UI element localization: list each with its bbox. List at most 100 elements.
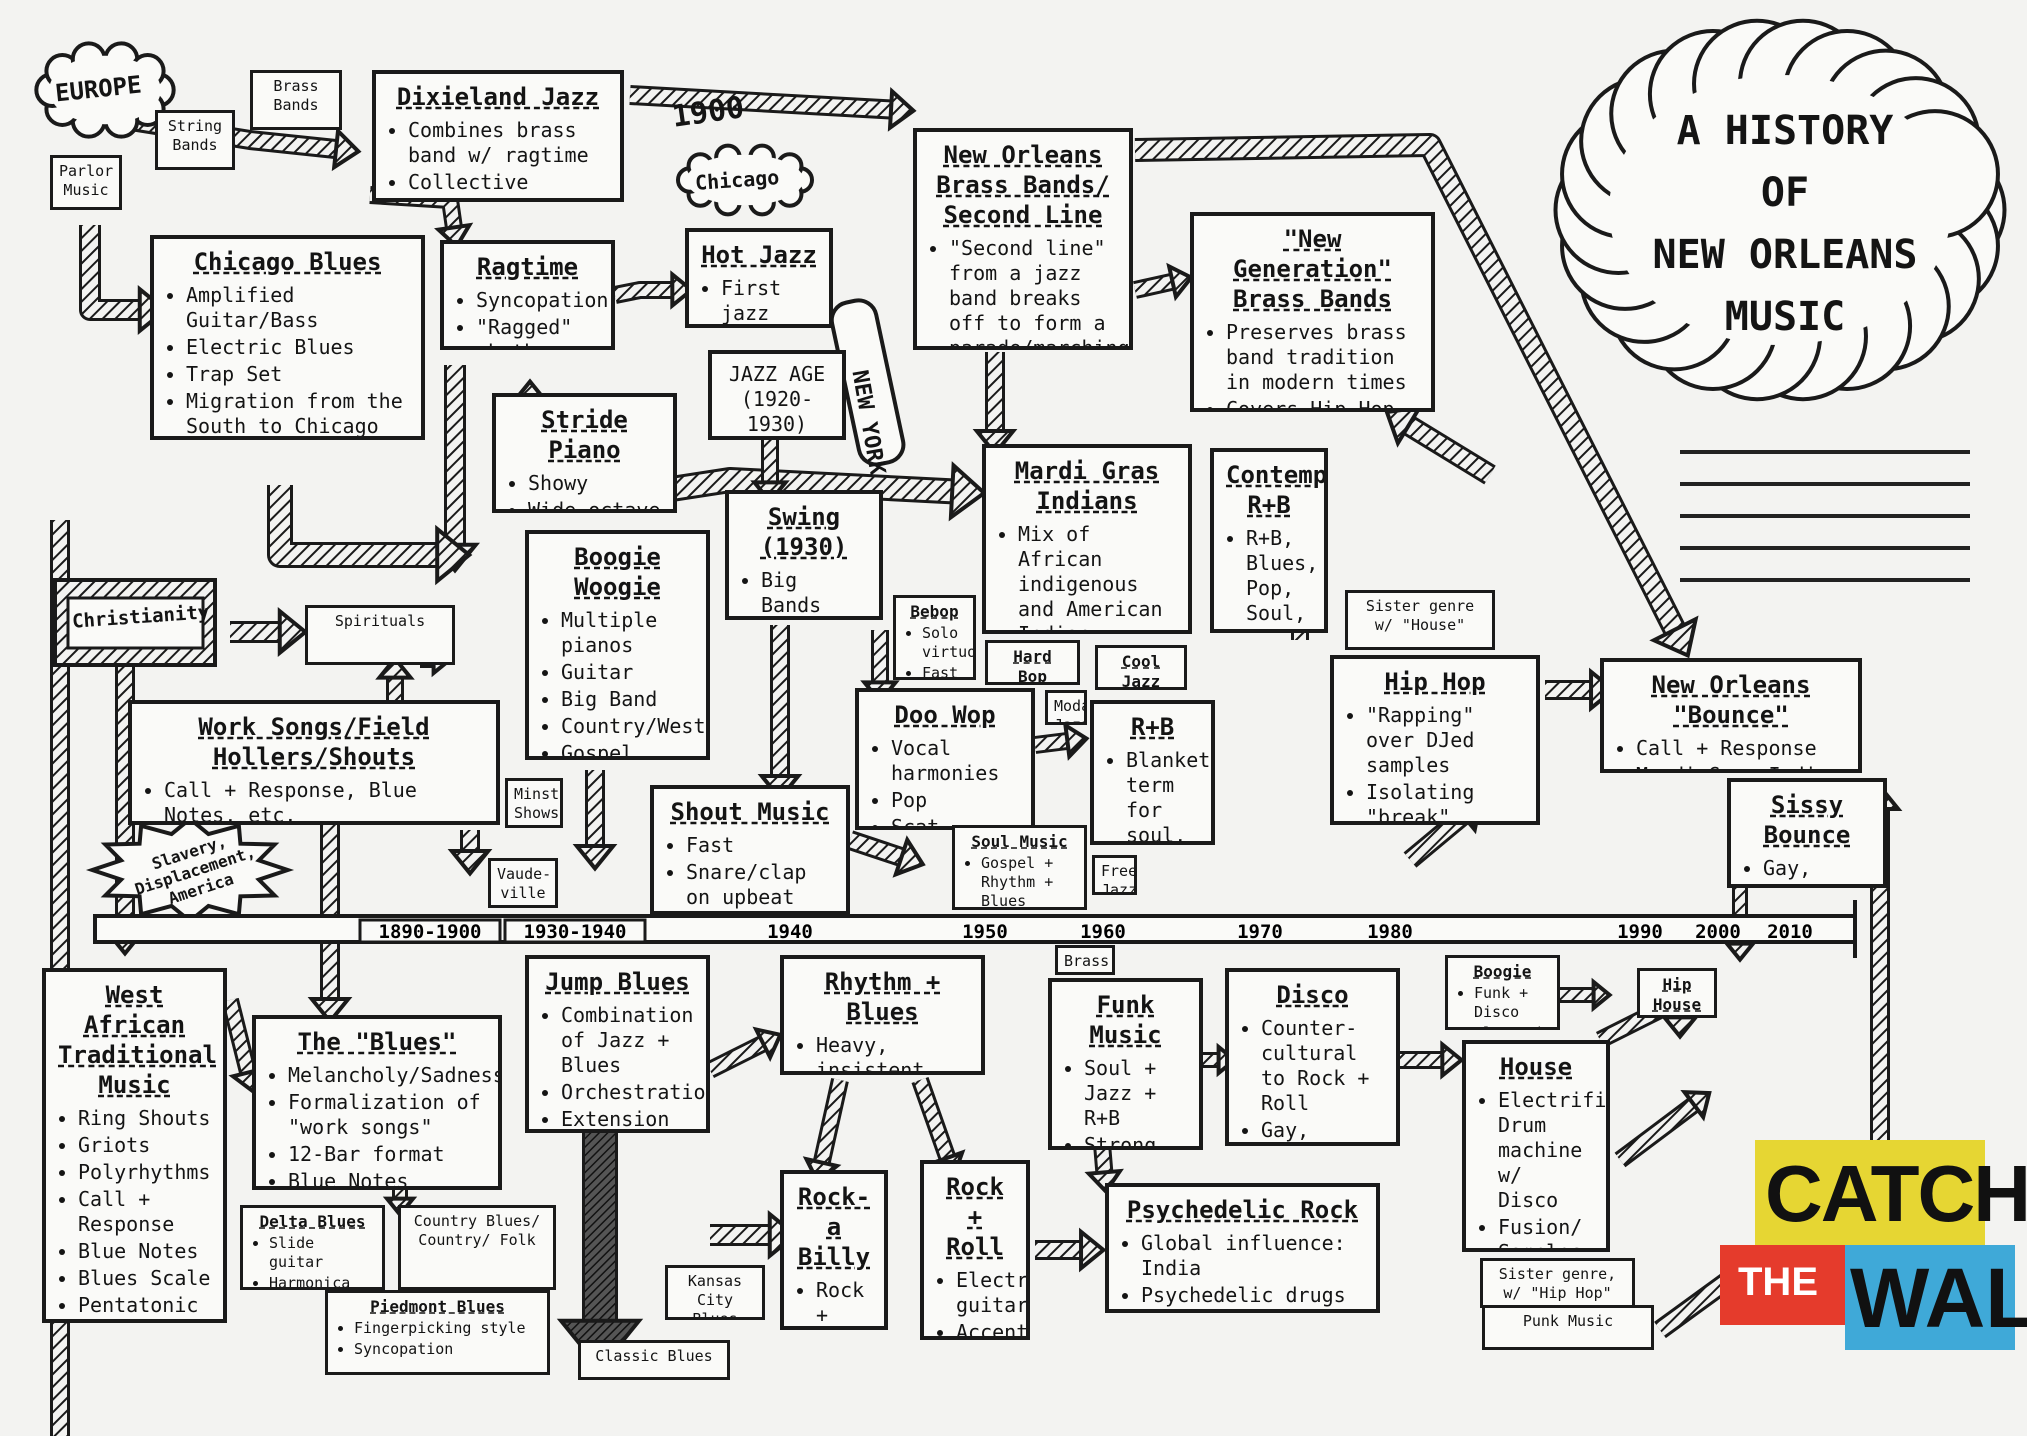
chicago-blues-list: Amplified Guitar/BassElectric BluesTrap … — [166, 283, 409, 436]
boogie-woogie-item: Country/Western — [561, 714, 706, 739]
west-african-item: Blues Scale — [78, 1266, 211, 1291]
swing-box: Swing (1930)Big BandsDance crazeSolos — [725, 490, 883, 620]
stride-piano-item: Wide octave leaps — [528, 498, 661, 509]
boogie-woogie-item: Gospel — [561, 741, 694, 756]
timeline-tick-label: 1980 — [1367, 921, 1413, 943]
vaudeville-box: Vaude-ville — [488, 858, 558, 908]
hot-jazz-box: Hot JazzFirst jazz recordings — [685, 228, 833, 328]
the-blues-title: The "Blues" — [297, 1028, 457, 1056]
timeline-period-box — [358, 918, 502, 944]
piedmont-blues-list: Fingerpicking styleSyncopation — [334, 1319, 541, 1359]
soul-music-title: Soul Music — [971, 832, 1068, 851]
flow-arrow — [613, 270, 695, 310]
chicago-blues-box: Chicago BluesAmplified Guitar/BassElectr… — [150, 235, 425, 440]
funk-music-item: Soul + Jazz + R+B — [1084, 1056, 1187, 1131]
brass-bands-title: Brass Bands — [273, 77, 319, 114]
hip-hop-item: Isolating "break" — [1366, 780, 1524, 821]
the-blues-item: Blue Notes — [288, 1169, 486, 1186]
spirituals-title: Spirituals — [334, 612, 426, 630]
doo-wop-item: Scat — [891, 815, 1019, 826]
shout-music-list: FastSnare/clap on upbeatChromatic Bassli… — [666, 833, 834, 911]
piedmont-blues-title: Piedmont Blues — [370, 1297, 505, 1316]
logo-catch-text: CATCH — [1765, 1149, 2027, 1238]
west-african-title: West African Traditional Music — [58, 981, 217, 1099]
rnb-list: Blanket term for soul, funk, disco — [1106, 748, 1210, 841]
chicago-blues-item: Trap Set — [186, 362, 409, 387]
flow-arrow — [1400, 1040, 1465, 1080]
logo-wall-text: WALL — [1850, 1251, 2027, 1345]
hot-jazz-list: First jazz recordings — [701, 276, 817, 324]
psychedelic-rock-item: "Free love"/ "Peace" movement — [1141, 1310, 1364, 1313]
chicago-blues-title: Chicago Blues — [193, 248, 382, 276]
house-item: Fusion/ Samples: Jazz, Soul, Funk, Blues — [1498, 1215, 1594, 1248]
nola-bounce-item: Call + Response — [1636, 736, 1846, 761]
decorative-lines — [1680, 450, 1970, 582]
dixieland-jazz-box: Dixieland JazzCombines brass band w/ rag… — [372, 70, 624, 202]
psychedelic-rock-title: Psychedelic Rock — [1126, 1196, 1359, 1224]
sister-genre-house-title: Sister genre w/ "House" — [1365, 597, 1475, 634]
classic-blues-box: Classic Blues — [578, 1340, 730, 1380]
ragtime-title: Ragtime — [476, 253, 579, 281]
nola-bounce-item: Mardi Gras Indian chants — [1636, 763, 1846, 769]
nola-brass-item: "Second line" from a jazz band breaks of… — [949, 236, 1129, 346]
vaudeville-title: Vaude-ville — [497, 865, 552, 902]
flow-arrow — [972, 352, 1018, 457]
work-songs-box: Work Songs/Field Hollers/ShoutsCall + Re… — [128, 700, 500, 825]
boogie-list: Funk + DiscoElectrobass — [1454, 984, 1557, 1027]
soul-music-item: Gospel + Rhythm + Blues — [981, 854, 1078, 907]
cool-jazz-box: Cool JazzSoftened bebop — [1095, 645, 1187, 690]
dixieland-jazz-item: Combines brass band w/ ragtime — [408, 118, 608, 168]
nola-brass-list: "Second line" from a jazz band breaks of… — [929, 236, 1129, 346]
hip-hop-list: "Rapping" over DJed samplesIsolating "br… — [1346, 703, 1524, 821]
logo-yellow-block — [1755, 1140, 1985, 1250]
flow-arrow — [230, 606, 309, 658]
hip-hop-item: "Rapping" over DJed samples — [1366, 703, 1524, 778]
house-item: Electrified/ Drum machine w/ Disco — [1498, 1088, 1606, 1213]
west-african-item: Ring Shouts — [78, 1106, 211, 1131]
flow-arrow — [1035, 1227, 1107, 1273]
contemporary-rnb-list: R+B, Blues, Pop, Soul, Funk, Hip Hop — [1226, 526, 1318, 629]
chicago-cloud — [675, 143, 815, 217]
house-title: House — [1499, 1053, 1573, 1081]
timeline-tick-label: 2010 — [1767, 921, 1813, 943]
sissy-bounce-item: Gay, "vogue" culture, Dirty — [1763, 856, 1871, 884]
disco-list: Counter-cultural to Rock + RollGay, mino… — [1241, 1016, 1384, 1142]
flow-arrow — [572, 770, 618, 872]
title-line-2: OF — [1760, 170, 1810, 216]
shout-music-title: Shout Music — [670, 798, 830, 826]
rnb-title: R+B — [1130, 713, 1175, 741]
doo-wop-title: Doo Wop — [894, 701, 996, 729]
jump-blues-item: Orchestration — [561, 1080, 706, 1105]
the-blues-box: The "Blues"Melancholy/SadnessFormalizati… — [252, 1015, 502, 1190]
ragtime-box: RagtimeSyncopation"Ragged" rhythm — [440, 240, 615, 350]
contemporary-rnb-box: Contemporary R+B R+B, Blues, Pop, Soul, F… — [1210, 448, 1328, 633]
bebop-box: BebopSolo virtuosityFast — [893, 595, 976, 680]
the-blues-item: 12-Bar format — [288, 1142, 486, 1167]
timeline-tick-label: 1960 — [1080, 921, 1126, 943]
clouds-layer — [34, 18, 2007, 924]
chicago-blues-item: Migration from the South to Chicago — [186, 389, 409, 436]
mardi-gras-title: Mardi Gras Indians — [1014, 457, 1160, 515]
psychedelic-rock-box: Psychedelic RockGlobal influence: IndiaP… — [1105, 1183, 1380, 1313]
logo-the-text: THE — [1738, 1260, 1818, 1304]
piedmont-blues-item: Fingerpicking style — [354, 1319, 541, 1338]
rock-roll-item: Accentuated backbeat — [956, 1320, 1026, 1336]
cool-jazz-title: Cool Jazz — [1121, 652, 1161, 690]
work-songs-list: Call + Response, Blue Notes, etc.Express… — [144, 778, 484, 821]
work-songs-item: Call + Response, Blue Notes, etc. — [164, 778, 484, 821]
delta-blues-box: Delta BluesSlide guitarHarmonica — [240, 1205, 385, 1290]
new-gen-brass-box: "New Generation" Brass BandsPreserves br… — [1190, 212, 1435, 412]
soul-music-box: Soul MusicGospel + Rhythm + Blues — [952, 825, 1087, 910]
ragtime-item: "Ragged" rhythm — [476, 315, 599, 346]
rhythm-blues-box: Rhythm + BluesHeavy, insistent beat — [780, 955, 985, 1075]
boogie-box: BoogieFunk + DiscoElectrobass — [1445, 955, 1560, 1030]
modal-jazz-box: Modal Jazz — [1045, 690, 1087, 725]
contemporary-rnb-title: Contemporary R+B — [1226, 461, 1328, 519]
hard-bop-box: Hard BopGospel — [985, 640, 1080, 685]
bebop-list: Solo virtuosityFast — [902, 624, 973, 677]
rockabilly-box: Rock-a BillyRock + Country/Hillbilly inf… — [780, 1170, 888, 1330]
boogie-woogie-title: Boogie Woogie — [574, 543, 661, 601]
mardi-gras-box: Mardi Gras IndiansMix of African indigen… — [982, 444, 1192, 634]
